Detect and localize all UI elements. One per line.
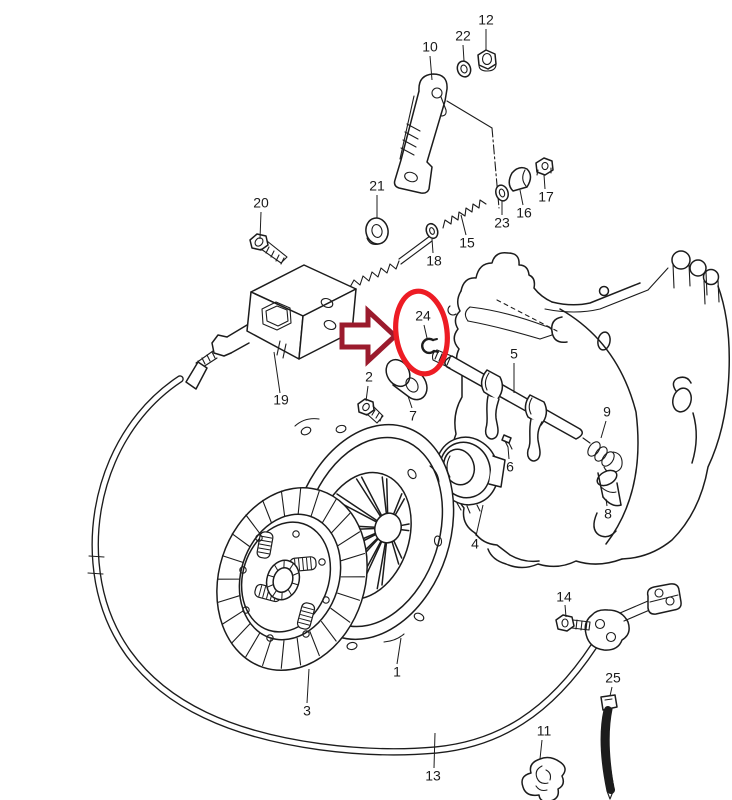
transmission-case-drawing [447, 250, 730, 569]
grommet-21-drawing [365, 217, 389, 245]
part-label-15: 15 [459, 235, 475, 251]
part-label-22: 22 [455, 28, 471, 44]
diagram-line-art [87, 49, 730, 800]
spring-15-drawing [442, 199, 487, 229]
leader-line-20 [259, 211, 262, 240]
part-label-12: 12 [478, 12, 494, 28]
leader-line-10 [429, 55, 433, 81]
bushing-7-drawing [385, 358, 428, 401]
clutch-cable-13-drawing [87, 375, 598, 756]
leader-line-16 [519, 189, 524, 206]
part-label-14: 14 [556, 589, 572, 605]
sleeve-8-drawing [596, 469, 622, 507]
cap-16-drawing [508, 166, 532, 192]
clip-11-drawing [521, 756, 566, 800]
disc-lining-segments [216, 487, 366, 669]
disc-hub-splines [267, 560, 299, 600]
highlight-annotation [339, 288, 450, 377]
part-label-16: 16 [516, 205, 532, 221]
disc-rivets [239, 530, 330, 642]
part-label-2: 2 [365, 369, 373, 385]
release-shaft-5-drawing [431, 349, 583, 462]
leader-line-2 [365, 385, 369, 402]
leader-line-19 [273, 351, 281, 394]
center-axis-line [491, 127, 500, 209]
set-screw-6-drawing [501, 434, 513, 450]
part-label-6: 6 [506, 459, 514, 475]
cable-tie-25-drawing [600, 694, 618, 800]
cable-end-clevis-drawing [584, 583, 682, 651]
leader-line-17 [543, 174, 546, 190]
part-label-24: 24 [415, 308, 431, 324]
nut-17-drawing [535, 157, 554, 176]
leader-line-11 [539, 739, 543, 760]
cable-housing-19-drawing [185, 235, 433, 390]
washer-18-drawing [425, 222, 439, 240]
part-label-9: 9 [603, 404, 611, 420]
spring-clip-9-drawing [582, 437, 623, 473]
leader-line-1 [396, 637, 402, 665]
part-label-10: 10 [422, 39, 438, 55]
leader-line-13 [433, 732, 436, 769]
leader-line-9 [600, 420, 607, 439]
part-label-13: 13 [425, 768, 441, 784]
leader-line-8 [605, 498, 608, 507]
part-label-3: 3 [303, 703, 311, 719]
nut-12-drawing [477, 49, 497, 72]
washer-22-drawing [456, 60, 472, 78]
highlight-circle-icon [393, 288, 450, 377]
highlight-arrow-icon [339, 305, 399, 367]
snap-ring-24-drawing [421, 337, 439, 355]
part-label-21: 21 [369, 178, 385, 194]
part-label-1: 1 [393, 664, 401, 680]
leader-line-6 [507, 446, 510, 460]
bolt-20-drawing [249, 233, 288, 265]
leader-line-4 [475, 504, 484, 537]
bolt-14-drawing [555, 614, 591, 632]
part-label-5: 5 [510, 346, 518, 362]
part-label-23: 23 [494, 215, 510, 231]
part-label-8: 8 [604, 506, 612, 522]
part-label-20: 20 [253, 195, 269, 211]
leader-line-24 [423, 324, 428, 339]
leader-line-14 [564, 604, 567, 618]
bracket-10-drawing [393, 73, 500, 209]
leader-line-18 [431, 238, 434, 254]
leader-line-3 [306, 668, 310, 704]
part-labels-layer: 1234567891011121314151617181920212223242… [253, 12, 621, 784]
leader-line-25 [609, 686, 613, 697]
part-label-25: 25 [605, 670, 621, 686]
leader-line-15 [460, 214, 467, 236]
part-label-19: 19 [273, 392, 289, 408]
leader-line-22 [462, 44, 465, 62]
leader-line-7 [407, 395, 413, 409]
washer-23-drawing [495, 184, 509, 202]
bolt-2-drawing [357, 398, 384, 424]
part-label-18: 18 [426, 253, 442, 269]
part-label-4: 4 [471, 536, 479, 552]
part-label-7: 7 [409, 408, 417, 424]
part-label-11: 11 [537, 723, 552, 739]
clutch-disc-3-drawing [216, 486, 368, 672]
part-label-17: 17 [538, 189, 554, 205]
